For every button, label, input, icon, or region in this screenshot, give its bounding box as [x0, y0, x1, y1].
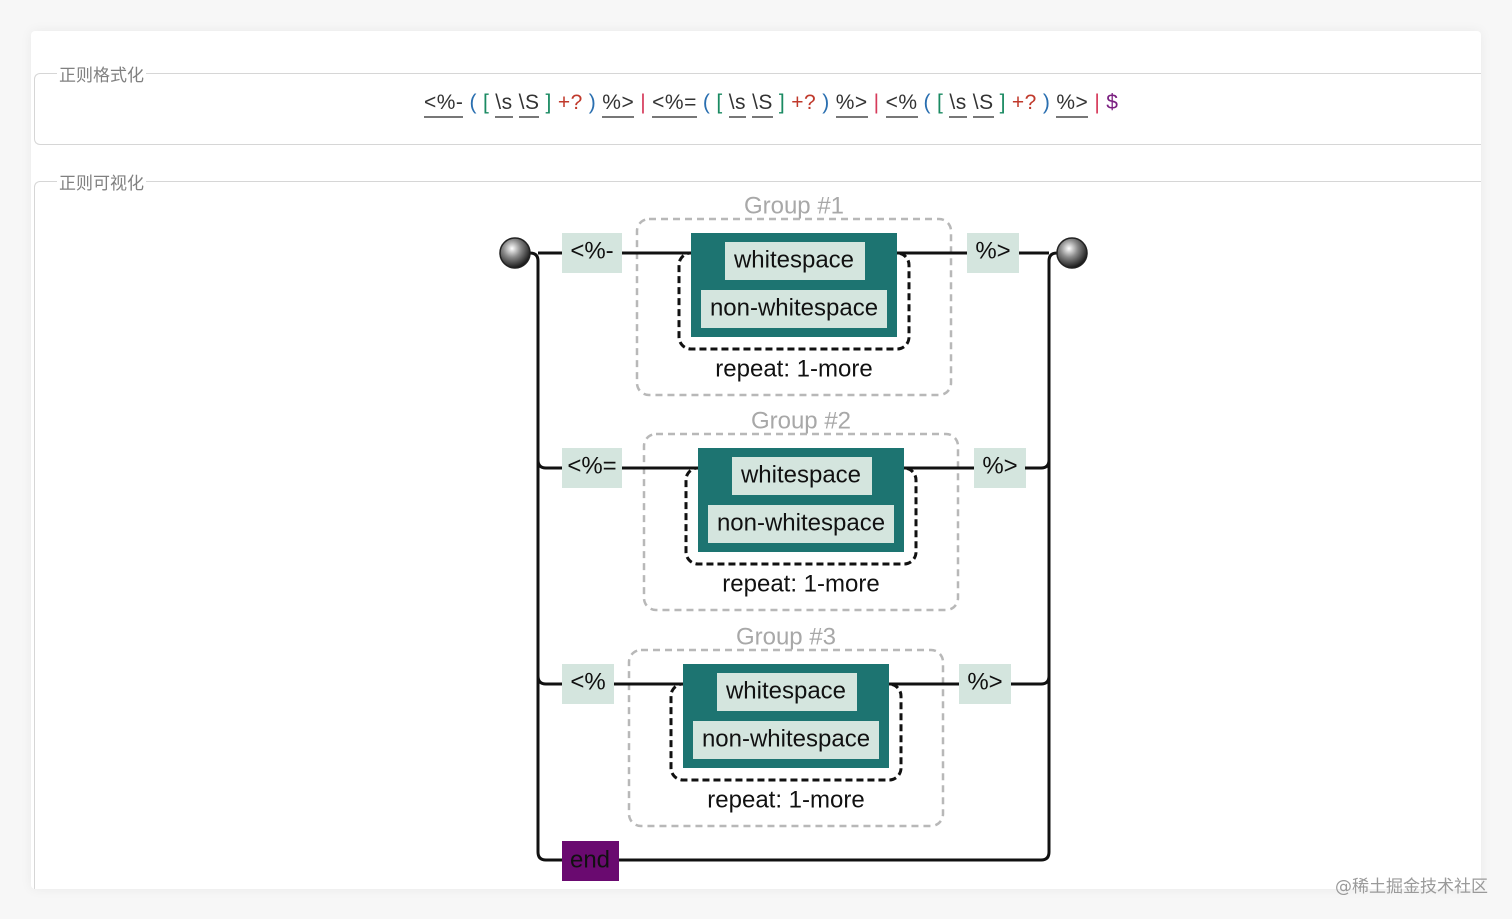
regex-token-alt: |	[873, 91, 880, 114]
group-frame	[627, 648, 945, 828]
charset-item-box	[701, 290, 887, 328]
charset-item-box	[725, 242, 865, 280]
diagram-start-node	[499, 237, 531, 269]
charset-item-box	[693, 721, 879, 759]
charset-item-label: whitespace	[725, 678, 846, 705]
group-label: Group #2	[751, 408, 851, 435]
close-literal-box	[974, 448, 1026, 488]
close-literal-label: %>	[975, 238, 1010, 265]
close-literal-box	[959, 664, 1011, 704]
regex-token-esc: \S	[972, 91, 994, 118]
regex-token-brk: [	[937, 91, 944, 114]
regex-token-brk: [	[482, 91, 490, 114]
regex-token-lit: %>	[835, 91, 868, 118]
formatted-regex: <%-([\s\S]+?)%>|<%=([\s\S]+?)%>|<%([\s\S…	[421, 91, 1181, 118]
regex-token-esc: \s	[949, 91, 967, 118]
regex-visual-section: 正则可视化	[34, 169, 1481, 889]
group-frame	[635, 217, 953, 397]
regex-token-lit: <%-	[424, 91, 464, 118]
repeat-label: repeat: 1-more	[707, 787, 864, 814]
charset-item-box	[732, 457, 872, 495]
regex-token-par: (	[923, 91, 932, 114]
regex-token-esc: \s	[495, 91, 513, 118]
regex-token-brk: ]	[999, 91, 1006, 114]
regex-token-anc: $	[1106, 91, 1119, 114]
repeat-label: repeat: 1-more	[715, 356, 872, 383]
visual-section-title: 正则可视化	[59, 174, 144, 194]
regex-token-lit: <%	[885, 91, 918, 118]
branch-left-connector	[536, 675, 562, 686]
charset-item-box	[717, 673, 857, 711]
regex-token-esc: \s	[728, 91, 747, 118]
end-anchor-label: end	[570, 847, 610, 874]
group-label: Group #3	[736, 624, 836, 651]
regex-token-par: )	[1042, 91, 1051, 114]
open-literal-label: <%	[570, 669, 605, 696]
regex-token-par: (	[469, 91, 477, 114]
close-literal-label: %>	[982, 453, 1017, 480]
regex-token-alt: |	[640, 91, 647, 114]
charset-item-label: non-whitespace	[710, 295, 878, 322]
regex-token-brk: ]	[778, 91, 786, 114]
group-label: Group #1	[744, 193, 844, 220]
regex-token-esc: \S	[752, 91, 773, 118]
regex-token-qnt: +?	[557, 91, 583, 114]
regex-token-lit: %>	[602, 91, 635, 118]
charset-item-label: whitespace	[740, 462, 861, 489]
charset-item-label: non-whitespace	[702, 726, 870, 753]
regex-token-qnt: +?	[1011, 91, 1037, 114]
regex-token-lit: <%=	[652, 91, 697, 118]
group-frame	[642, 432, 960, 612]
charset-item-box	[708, 505, 894, 543]
diagram-end-node	[1056, 237, 1088, 269]
watermark: @稀土掘金技术社区	[1335, 877, 1488, 897]
regex-format-section: 正则格式化	[34, 61, 1481, 145]
open-literal-box	[562, 664, 614, 704]
branch-left-connector	[536, 459, 562, 470]
repeat-label: repeat: 1-more	[722, 571, 879, 598]
regex-token-par: )	[822, 91, 830, 114]
regex-token-par: (	[702, 91, 711, 114]
format-section-title: 正则格式化	[59, 66, 144, 86]
regex-token-esc: \S	[518, 91, 540, 118]
regex-token-qnt: +?	[791, 91, 817, 114]
regex-token-alt: |	[1094, 91, 1101, 114]
open-literal-label: <%=	[567, 453, 616, 480]
end-anchor-box	[562, 841, 619, 881]
open-literal-box	[562, 233, 622, 273]
open-literal-box	[562, 448, 622, 488]
close-literal-box	[967, 233, 1019, 273]
branch-right-connector	[1025, 675, 1051, 686]
branch-right-connector	[1025, 459, 1051, 470]
regex-token-par: )	[588, 91, 597, 114]
charset-item-label: non-whitespace	[717, 510, 885, 537]
close-literal-label: %>	[967, 669, 1002, 696]
diagram-outer-rail	[514, 251, 1073, 862]
open-literal-label: <%-	[570, 238, 613, 265]
regex-token-brk: ]	[545, 91, 552, 114]
regex-token-brk: [	[716, 91, 723, 114]
regex-token-lit: %>	[1056, 91, 1089, 118]
charset-item-label: whitespace	[733, 247, 854, 274]
